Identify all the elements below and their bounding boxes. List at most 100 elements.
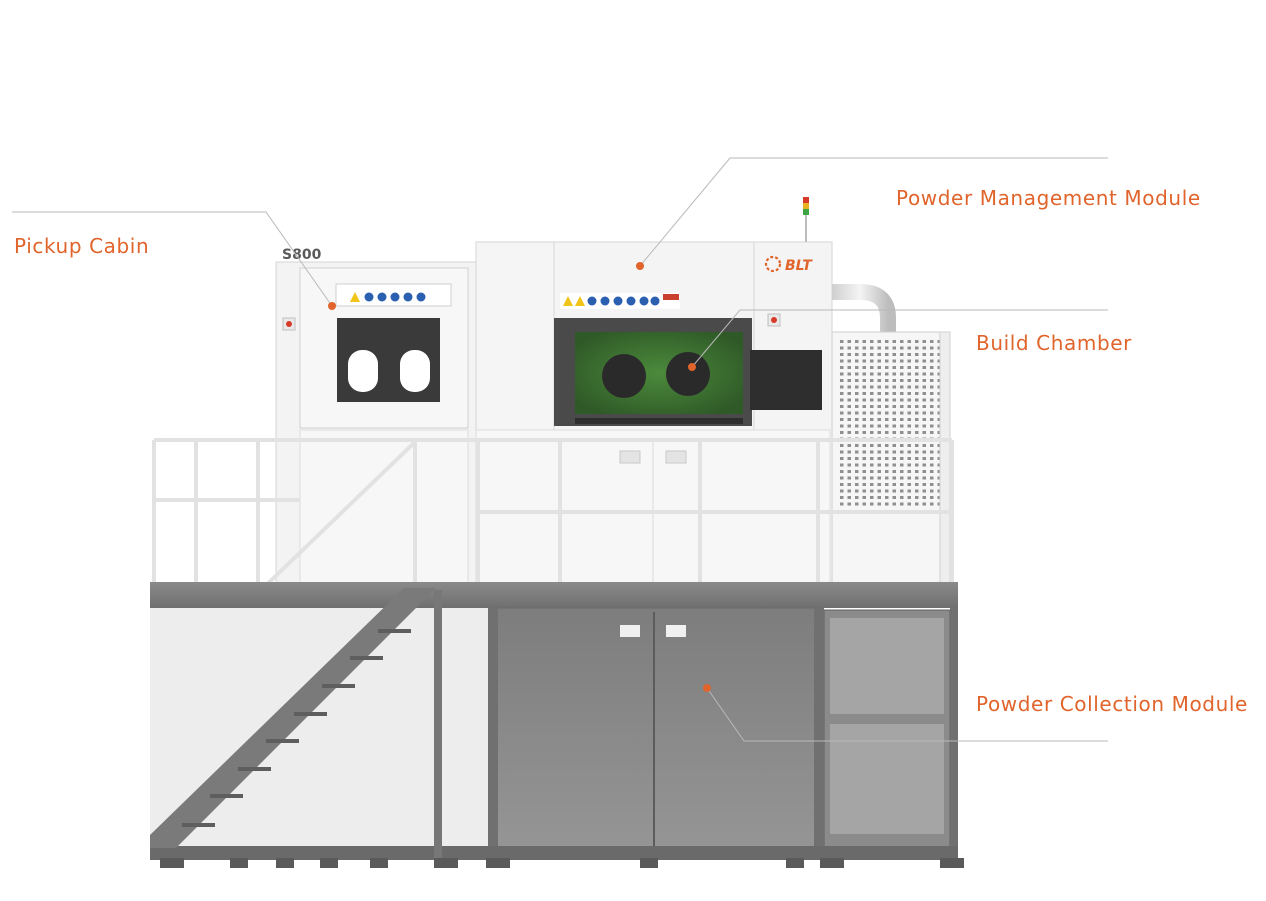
red-warning-label — [663, 294, 679, 300]
grille-hole — [892, 372, 896, 376]
grille-hole — [892, 496, 896, 499]
grille-hole — [907, 457, 911, 460]
grille-hole — [870, 476, 874, 480]
grille-hole — [862, 424, 866, 428]
grille-hole — [930, 411, 934, 415]
grille-hole — [937, 346, 941, 350]
grille-hole — [877, 483, 881, 486]
grille-hole — [892, 424, 896, 428]
grille-hole — [885, 424, 889, 428]
grille-hole — [855, 444, 859, 447]
grille-hole — [907, 444, 911, 447]
grille-hole — [870, 424, 874, 428]
grille-hole — [915, 379, 919, 382]
grille-hole — [907, 502, 911, 506]
grille-hole — [930, 353, 934, 356]
grille-hole — [892, 398, 896, 402]
stair-steps — [182, 629, 411, 827]
grille-hole — [870, 359, 874, 363]
grille-hole — [862, 483, 866, 486]
grille-hole — [855, 476, 859, 480]
signal-light-icon — [803, 197, 809, 242]
grille-hole — [840, 444, 844, 447]
grille-hole — [877, 444, 881, 447]
collection-cabinet — [495, 607, 819, 859]
grille-hole — [885, 340, 889, 343]
grille-hole — [930, 418, 934, 421]
grille-hole — [907, 463, 911, 467]
grille-hole — [922, 385, 926, 389]
grille-hole — [900, 424, 904, 428]
grille-hole — [855, 457, 859, 460]
grille-hole — [885, 457, 889, 460]
grille-hole — [900, 476, 904, 480]
grille-hole — [877, 372, 881, 376]
mandatory-sign-icon — [600, 296, 610, 306]
grille-hole — [877, 411, 881, 415]
grille-hole — [892, 366, 896, 369]
grille-hole — [930, 359, 934, 363]
grille-hole — [885, 476, 889, 480]
grille-hole — [870, 431, 874, 434]
grille-hole — [840, 457, 844, 460]
grille-hole — [862, 359, 866, 363]
mandatory-sign-icon — [416, 292, 426, 302]
grille-hole — [870, 483, 874, 486]
staircase — [150, 588, 442, 858]
grille-hole — [900, 502, 904, 506]
grille-hole — [930, 424, 934, 428]
grille-hole — [870, 496, 874, 499]
grille-hole — [900, 450, 904, 454]
grille-hole — [900, 483, 904, 486]
grille-hole — [870, 463, 874, 467]
grille-hole — [840, 502, 844, 506]
grille-hole — [840, 463, 844, 467]
grille-hole — [870, 418, 874, 421]
grille-hole — [847, 398, 851, 402]
grille-hole — [900, 379, 904, 382]
grille-hole — [922, 392, 926, 395]
grille-hole — [847, 489, 851, 493]
grille-hole — [930, 405, 934, 408]
grille-hole — [930, 392, 934, 395]
lower-panel-left — [299, 429, 469, 593]
grille-hole — [862, 444, 866, 447]
grille-hole — [847, 496, 851, 499]
grille-hole — [855, 424, 859, 428]
grille-hole — [892, 392, 896, 395]
grille-hole — [862, 392, 866, 395]
grille-hole — [877, 405, 881, 408]
grille-hole — [937, 385, 941, 389]
grille-hole — [930, 398, 934, 402]
warning-sign-icon — [563, 296, 573, 306]
leader-line-powder-management — [639, 157, 1108, 267]
grille-hole — [900, 431, 904, 434]
grille-hole — [915, 353, 919, 356]
grille-hole — [922, 359, 926, 363]
grille-hole — [847, 476, 851, 480]
grille-hole — [870, 340, 874, 343]
grille-hole — [922, 463, 926, 467]
grille-hole — [855, 450, 859, 454]
grille-hole — [900, 353, 904, 356]
grille-hole — [847, 405, 851, 408]
grille-hole — [862, 476, 866, 480]
grille-hole — [892, 470, 896, 473]
grille-hole — [900, 359, 904, 363]
grille-hole — [915, 496, 919, 499]
grille-hole — [937, 450, 941, 454]
grille-hole — [900, 398, 904, 402]
grille-hole — [907, 411, 911, 415]
grille-hole — [840, 359, 844, 363]
grille-hole — [847, 353, 851, 356]
grille-hole — [840, 353, 844, 356]
grille-hole — [937, 418, 941, 421]
perforated-cabinet — [831, 331, 949, 591]
grille-hole — [840, 346, 844, 350]
grille-hole — [900, 366, 904, 369]
cabinet-handle — [620, 625, 640, 637]
mandatory-sign-icon — [626, 296, 636, 306]
grille-hole — [930, 379, 934, 382]
grille-hole — [847, 346, 851, 350]
grille-hole — [915, 398, 919, 402]
